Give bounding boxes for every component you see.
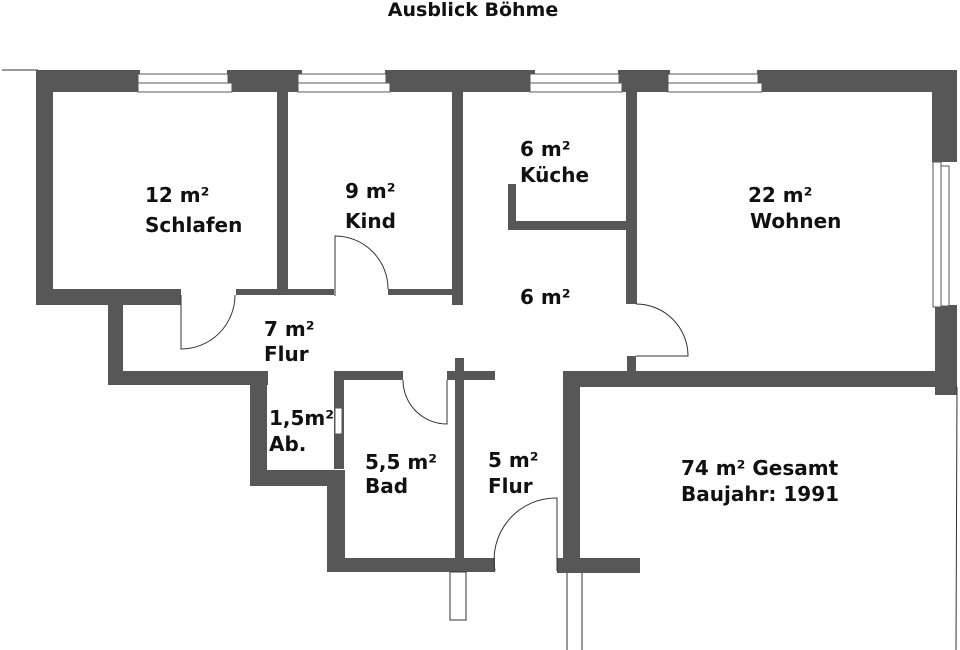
wall-top-2: [227, 70, 302, 92]
wall-wohnen-bottom: [563, 371, 957, 387]
windows: [137, 73, 950, 435]
plan-title: Ausblick Böhme: [388, 0, 558, 21]
wall-wohnen-door-stub: [627, 356, 636, 372]
room-area-kueche: 6 m²: [520, 137, 570, 161]
window-kueche-inner: [529, 82, 623, 93]
room-name-abstell: Ab.: [269, 432, 306, 456]
outer-line-right: [955, 386, 958, 650]
room-name-kind: Kind: [345, 209, 396, 233]
window-wohnen-inner: [667, 82, 763, 93]
doors: [180, 235, 958, 650]
wall-top-5: [757, 70, 957, 92]
wall-kueche-counter-v: [508, 184, 516, 230]
room-area-flur-5: 5 m²: [488, 448, 538, 472]
wall-bad-top: [334, 371, 403, 380]
wall-schlafen-kind: [277, 92, 288, 295]
room-name-flur-5: Flur: [488, 474, 533, 498]
window-schlafen: [137, 73, 229, 84]
wall-flur5-right: [563, 371, 580, 571]
wall-bad-left-lower: [327, 470, 345, 572]
wall-top-4: [618, 70, 670, 92]
wall-kind-bottom: [388, 289, 463, 295]
walls: [36, 70, 957, 573]
wall-right-upper: [932, 70, 957, 162]
room-area-bad: 5,5 m²: [365, 450, 437, 474]
room-area-flur-7: 7 m²: [264, 317, 314, 341]
wall-flur-left: [108, 295, 123, 385]
window-kueche: [529, 73, 620, 84]
wall-ab-bottom: [250, 470, 345, 486]
window-wohnen-side: [932, 161, 942, 308]
room-labels: 12 m² Schlafen 9 m² Kind 6 m² Küche 22 m…: [145, 137, 841, 506]
door-wohnen: [635, 303, 689, 357]
wall-bad-top-right: [447, 371, 495, 380]
window-ab: [334, 407, 343, 435]
room-name-flur-7: Flur: [264, 342, 309, 366]
total-area: 74 m² Gesamt: [681, 456, 839, 480]
room-name-schlafen: Schlafen: [145, 213, 242, 237]
wall-bad-bottom: [327, 558, 495, 572]
wall-flur-bottom: [108, 371, 268, 385]
wall-bad-flur5: [455, 358, 464, 572]
wall-ab-left: [250, 385, 267, 485]
entrance-step: [449, 571, 467, 621]
window-wohnen: [667, 73, 759, 84]
door-entrance: [493, 497, 558, 572]
wall-kueche-counter-h: [508, 221, 630, 230]
wall-kueche-wohnen: [626, 92, 637, 304]
room-name-wohnen: Wohnen: [750, 209, 841, 233]
wall-flur5-door-stub: [480, 558, 495, 572]
wall-left: [36, 70, 53, 305]
door-bad: [402, 379, 448, 425]
door-kind: [334, 235, 389, 296]
room-area-flur-center: 6 m²: [520, 285, 570, 309]
window-wohnen-side-outer: [940, 165, 950, 307]
wall-bottom-right-stub: [557, 558, 640, 573]
room-name-bad: Bad: [365, 474, 408, 498]
room-area-wohnen: 22 m²: [748, 183, 812, 207]
wall-top-1: [36, 70, 140, 92]
wall-top-3: [385, 70, 535, 92]
window-kind-inner: [297, 82, 391, 93]
window-schlafen-inner: [137, 82, 233, 93]
door-schlafen: [180, 294, 236, 350]
room-area-kind: 9 m²: [345, 179, 395, 203]
room-area-schlafen: 12 m²: [145, 183, 209, 207]
window-kind: [297, 73, 387, 84]
build-year: Baujahr: 1991: [681, 482, 839, 506]
room-name-kueche: Küche: [520, 163, 589, 187]
room-area-abstell: 1,5m²: [269, 406, 334, 430]
wall-kind-kueche: [452, 92, 463, 305]
